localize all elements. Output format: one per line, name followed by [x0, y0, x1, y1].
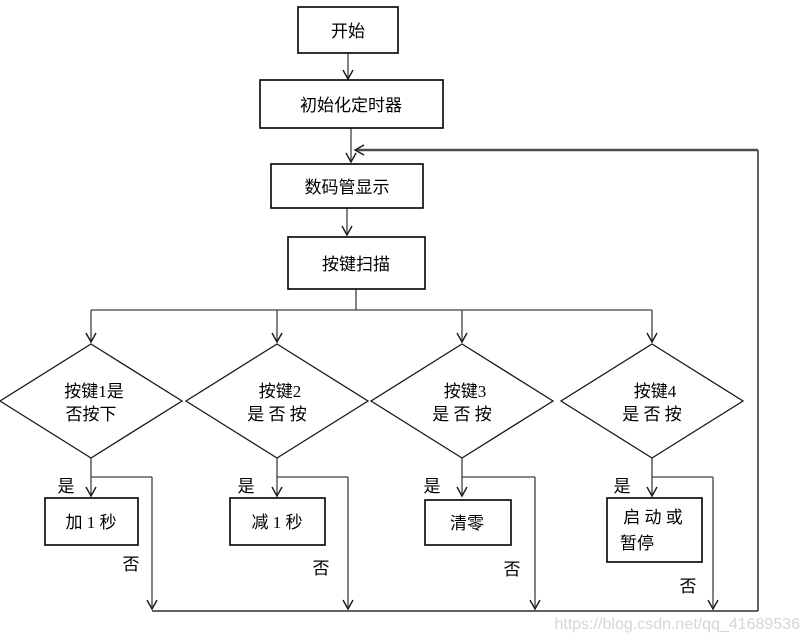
node-start-pause-shape [606, 497, 703, 563]
label-no-1: 否 [123, 555, 140, 574]
arrowhead-into-add [85, 486, 97, 498]
decision-key4-shape [559, 343, 745, 459]
node-sub-1s: 减 1 秒 [229, 497, 326, 546]
arrowhead-into-key1 [85, 332, 97, 344]
arrowhead-into-sub [271, 486, 283, 498]
label-yes-2: 是 [238, 477, 255, 496]
node-key-scan-shape [287, 236, 426, 290]
label-yes-4: 是 [614, 477, 631, 496]
decision-key1-line2: 否按下 [66, 405, 117, 424]
node-start-pause-line2: 暂停 [620, 534, 654, 553]
node-display: 数码管显示 [270, 163, 424, 209]
decision-key3-line1: 按键3 [444, 382, 487, 401]
node-sub-1s-shape [229, 497, 326, 546]
arrowhead-no1-merge [146, 599, 158, 611]
arrowhead-into-key2 [271, 332, 283, 344]
arrowhead-no3-merge [529, 599, 541, 611]
node-init-timer-shape [259, 79, 444, 129]
node-add-1s: 加 1 秒 [44, 497, 139, 546]
watermark-text: https://blog.csdn.net/qq_41689536 [554, 616, 800, 633]
node-start-label: 开始 [331, 22, 365, 41]
node-init-timer-label: 初始化定时器 [300, 96, 402, 115]
node-clear: 清零 [424, 499, 512, 546]
decision-key3-line2: 是 否 按 [432, 405, 492, 424]
label-yes-1: 是 [58, 477, 75, 496]
arrowhead-into-init [342, 69, 354, 81]
node-add-1s-shape [44, 497, 139, 546]
arrowhead-loop-return [353, 144, 365, 156]
arrowhead-no4-merge [707, 599, 719, 611]
decision-key1-line1: 按键1是 [64, 382, 124, 401]
decision-key4: 按键4 是 否 按 [559, 343, 745, 459]
label-no-4: 否 [680, 577, 697, 596]
node-init-timer: 初始化定时器 [259, 79, 444, 129]
arrowhead-no2-merge [342, 599, 354, 611]
decision-key2-line1: 按键2 [259, 382, 302, 401]
node-clear-shape [424, 499, 512, 546]
decision-key1-shape [0, 343, 184, 459]
label-no-3: 否 [504, 560, 521, 579]
arrowhead-into-startpause [646, 486, 658, 498]
node-add-1s-label: 加 1 秒 [66, 513, 117, 532]
arrowhead-into-scan [341, 225, 353, 237]
node-key-scan: 按键扫描 [287, 236, 426, 290]
node-clear-label: 清零 [450, 514, 484, 533]
decision-key2-line2: 是 否 按 [247, 405, 307, 424]
node-key-scan-label: 按键扫描 [322, 255, 390, 274]
decision-key1: 按键1是 否按下 [0, 343, 184, 459]
node-sub-1s-label: 减 1 秒 [252, 513, 303, 532]
node-start: 开始 [297, 6, 399, 54]
node-start-pause: 启 动 或 暂停 [606, 497, 703, 563]
arrowhead-into-clear [456, 486, 468, 498]
decision-key4-line2: 是 否 按 [622, 405, 682, 424]
arrowhead-into-display [345, 152, 357, 164]
node-display-label: 数码管显示 [305, 178, 390, 197]
label-no-2: 否 [313, 559, 330, 578]
decision-key3-shape [369, 343, 555, 459]
node-start-pause-line1: 启 动 或 [623, 508, 683, 527]
decision-key4-line1: 按键4 [634, 382, 677, 401]
decision-key3: 按键3 是 否 按 [369, 343, 555, 459]
node-start-shape [297, 6, 399, 54]
node-display-shape [270, 163, 424, 209]
decision-key2-shape [184, 343, 370, 459]
arrowhead-into-key3 [456, 332, 468, 344]
decision-key2: 按键2 是 否 按 [184, 343, 370, 459]
label-yes-3: 是 [424, 477, 441, 496]
arrowhead-into-key4 [646, 332, 658, 344]
